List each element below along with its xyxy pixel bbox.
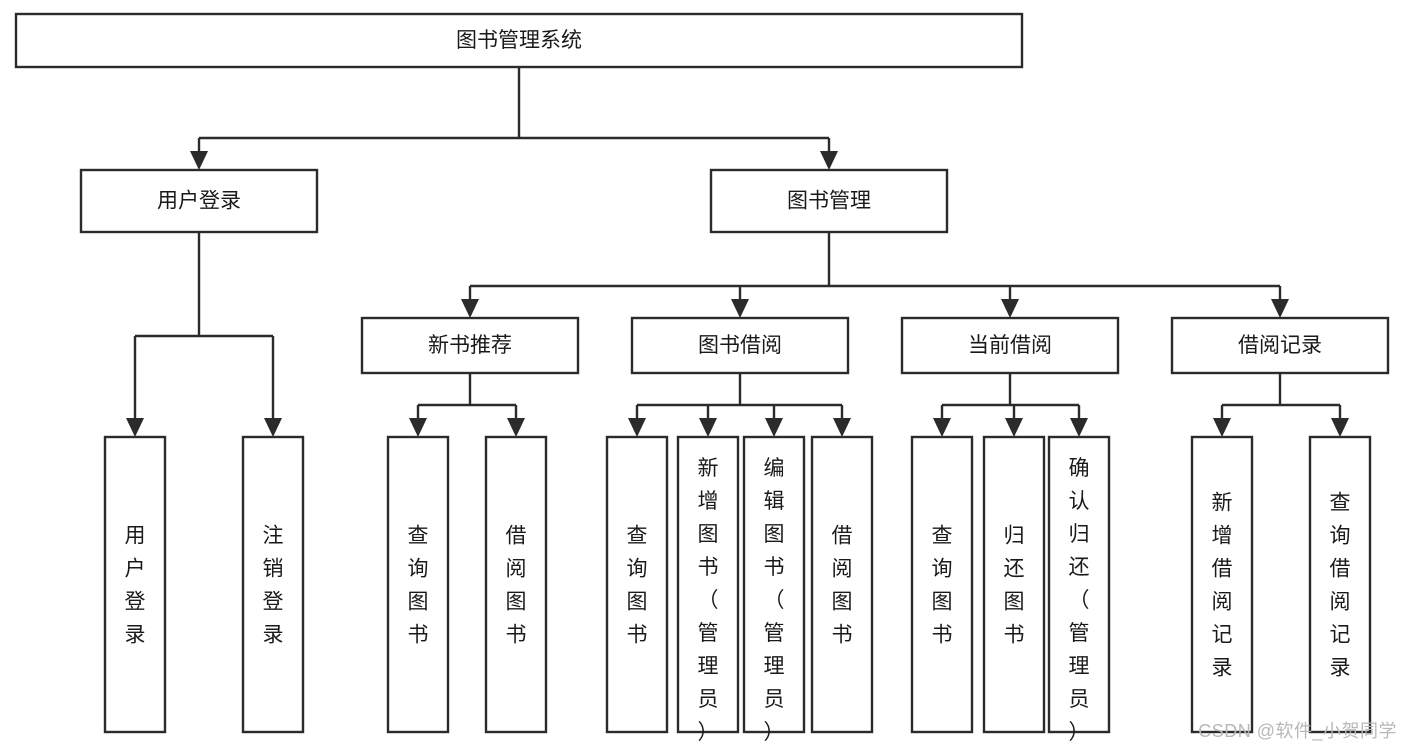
node-label-leaf-edit-book-admin: 编辑图书（管理员） [764,457,785,744]
node-box-leaf-add-book-admin [676,435,740,734]
arrow-head [1001,299,1019,318]
node-borrow-record[interactable]: 借阅记录 [1170,316,1390,375]
arrow-head [820,151,838,170]
node-box-leaf-user-login [103,435,167,734]
node-box-new-book-rec [360,316,580,375]
arrow-head [833,418,851,437]
arrow-head [126,418,144,437]
node-leaf-confirm-return-admin[interactable]: 确认归还（管理员） [1047,435,1111,744]
node-label-leaf-user-login: 用户登录 [125,524,146,646]
node-label-leaf-logout: 注销登录 [263,524,284,646]
connector-group-borrow-record [1213,373,1349,437]
node-box-leaf-confirm-return-admin [1047,435,1111,734]
node-box-leaf-query-book-borrow [605,435,669,734]
node-box-book-manage [709,168,949,234]
arrow-head [264,418,282,437]
node-label-leaf-add-book-admin: 新增图书（管理员） [698,457,719,744]
node-label-leaf-confirm-return-admin: 确认归还（管理员） [1069,457,1090,744]
nodes-layer: 图书管理系统用户登录图书管理新书推荐图书借阅当前借阅借阅记录用户登录注销登录查询… [14,12,1390,744]
arrow-head [1005,418,1023,437]
node-leaf-query-borrow-record[interactable]: 查询借阅记录 [1308,435,1372,734]
node-leaf-logout[interactable]: 注销登录 [241,435,305,734]
node-label-root: 图书管理系统 [456,29,582,52]
node-label-borrow-record: 借阅记录 [1238,334,1322,357]
node-box-leaf-query-borrow-record [1308,435,1372,734]
node-user-login[interactable]: 用户登录 [79,168,319,234]
node-label-leaf-query-book-rec: 查询图书 [408,524,429,646]
node-box-leaf-add-borrow-record [1190,435,1254,734]
node-leaf-query-book-rec[interactable]: 查询图书 [386,435,450,734]
node-label-leaf-borrow-book: 借阅图书 [832,524,853,646]
node-leaf-borrow-book-rec[interactable]: 借阅图书 [484,435,548,734]
node-label-leaf-borrow-book-rec: 借阅图书 [506,524,527,646]
node-label-book-borrow: 图书借阅 [698,334,782,357]
node-label-book-manage: 图书管理 [787,190,871,213]
node-box-leaf-logout [241,435,305,734]
node-box-current-borrow [900,316,1120,375]
arrow-head [765,418,783,437]
node-root[interactable]: 图书管理系统 [14,12,1024,69]
arrow-head [933,418,951,437]
node-leaf-add-borrow-record[interactable]: 新增借阅记录 [1190,435,1254,734]
arrow-head [409,418,427,437]
node-box-leaf-query-book-rec [386,435,450,734]
connector-group-book-manage [461,232,1289,318]
node-leaf-add-book-admin[interactable]: 新增图书（管理员） [676,435,740,744]
connector-group-new-book-rec [409,373,525,437]
node-box-leaf-edit-book-admin [742,435,806,734]
node-current-borrow[interactable]: 当前借阅 [900,316,1120,375]
node-label-leaf-query-book-cur: 查询图书 [932,524,953,646]
arrow-head [507,418,525,437]
connector-group-current-borrow [933,373,1088,437]
connector-group-root [190,67,838,170]
node-box-leaf-borrow-book [810,435,874,734]
arrow-head [628,418,646,437]
connector-group-user-login [126,232,282,437]
node-box-leaf-borrow-book-rec [484,435,548,734]
arrow-head [1213,418,1231,437]
node-label-leaf-query-borrow-record: 查询借阅记录 [1330,491,1351,679]
node-leaf-borrow-book[interactable]: 借阅图书 [810,435,874,734]
node-box-borrow-record [1170,316,1390,375]
node-box-book-borrow [630,316,850,375]
node-book-borrow[interactable]: 图书借阅 [630,316,850,375]
node-book-manage[interactable]: 图书管理 [709,168,949,234]
node-label-user-login: 用户登录 [157,190,241,213]
node-leaf-user-login[interactable]: 用户登录 [103,435,167,734]
arrow-head [1331,418,1349,437]
node-new-book-rec[interactable]: 新书推荐 [360,316,580,375]
arrow-head [1271,299,1289,318]
node-box-leaf-query-book-cur [910,435,974,734]
arrow-head [190,151,208,170]
arrow-head [461,299,479,318]
connectors-layer [126,67,1349,437]
arrow-head [1070,418,1088,437]
node-label-new-book-rec: 新书推荐 [428,334,512,357]
node-label-current-borrow: 当前借阅 [968,334,1052,357]
node-leaf-query-book-cur[interactable]: 查询图书 [910,435,974,734]
arrow-head [699,418,717,437]
node-leaf-edit-book-admin[interactable]: 编辑图书（管理员） [742,435,806,744]
node-box-leaf-return-book [982,435,1046,734]
node-label-leaf-query-book-borrow: 查询图书 [627,524,648,646]
node-label-leaf-add-borrow-record: 新增借阅记录 [1212,491,1233,679]
node-box-root [14,12,1024,69]
node-label-leaf-return-book: 归还图书 [1004,524,1025,646]
connector-group-book-borrow [628,373,851,437]
arrow-head [731,299,749,318]
node-leaf-query-book-borrow[interactable]: 查询图书 [605,435,669,734]
node-leaf-return-book[interactable]: 归还图书 [982,435,1046,734]
node-box-user-login [79,168,319,234]
